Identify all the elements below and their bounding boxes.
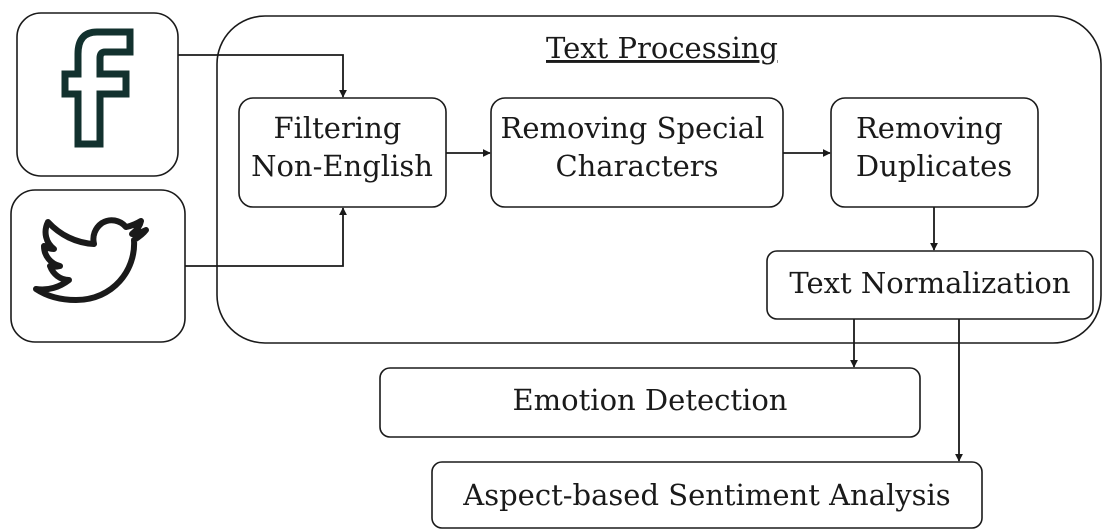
aspect-sentiment-label: Aspect-based Sentiment Analysis — [462, 478, 950, 512]
twitter-source-box — [10, 189, 186, 343]
twitter-icon — [33, 217, 149, 303]
removing-special-label: Removing Special Characters — [501, 111, 774, 183]
removing-duplicates-label: Removing Duplicates — [856, 111, 1012, 183]
aspect-sentiment-node — [431, 461, 983, 529]
emotion-detection-node — [379, 367, 921, 438]
facebook-icon — [61, 28, 134, 148]
text-normalization-node — [766, 250, 1094, 320]
emotion-detection-label: Emotion Detection — [513, 383, 788, 417]
filtering-label: Filtering Non-English — [251, 111, 433, 183]
container-title: Text Processing — [546, 31, 778, 65]
facebook-to-filtering-arrow — [178, 54, 347, 98]
text-normalization-label: Text Normalization — [789, 266, 1070, 300]
twitter-to-filtering-arrow — [185, 207, 347, 267]
